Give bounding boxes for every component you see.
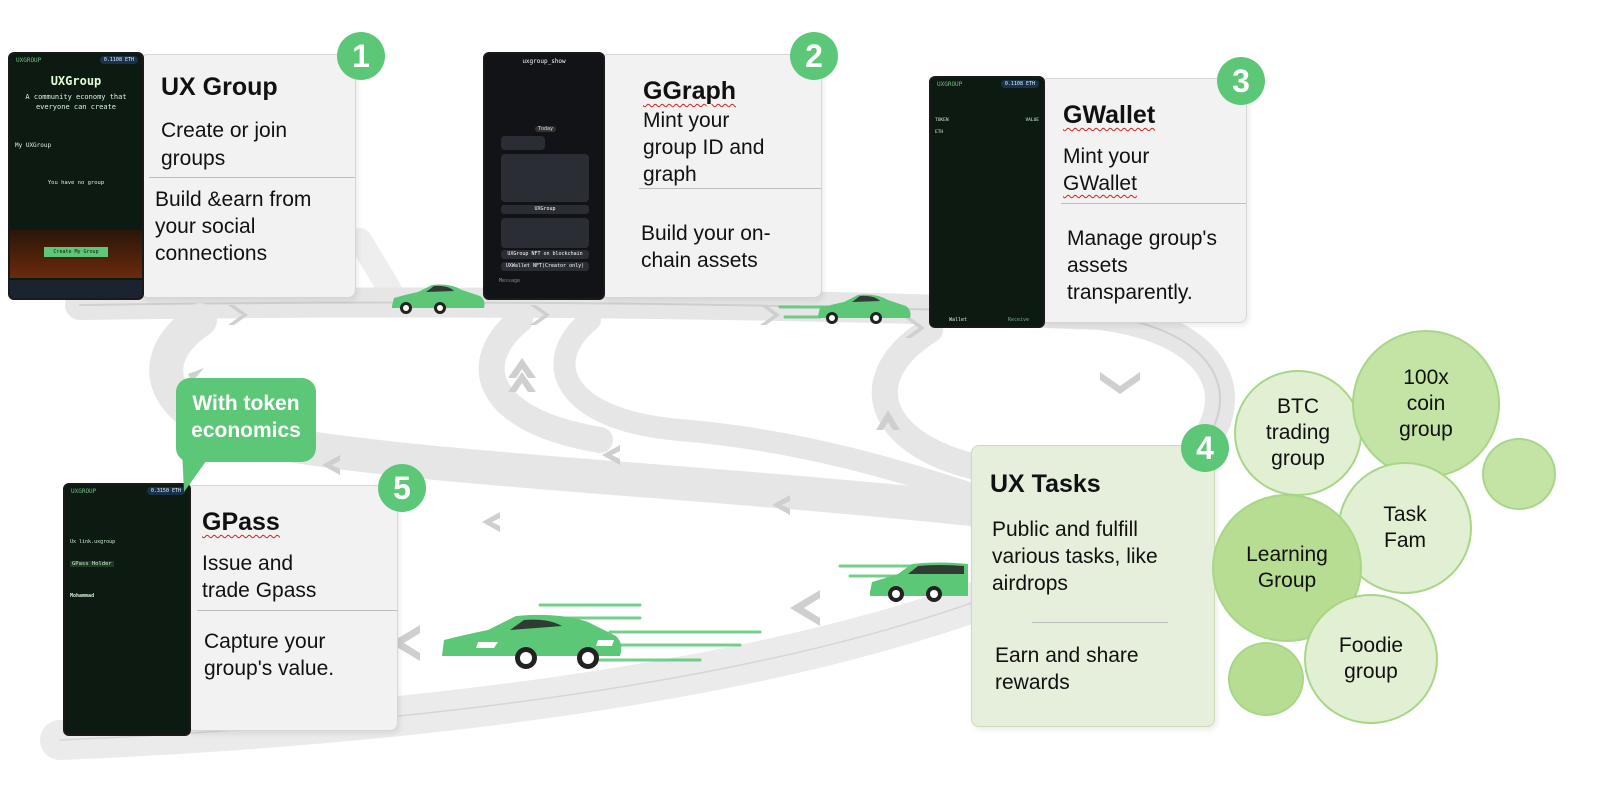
chat-button[interactable]: UXGroup NFT on blockchain <box>501 250 589 259</box>
app-name: UXGROUP <box>71 488 97 495</box>
group-bubble-100x-coin: 100x coin group <box>1352 330 1500 478</box>
step-line: Issue and <box>202 552 294 575</box>
step-number-badge: 4 <box>1181 424 1229 472</box>
chat-message <box>501 154 589 202</box>
phone-screenshot-uxgroup: UXGROUP 0.1108 ETH UXGroup A community ec… <box>8 52 144 300</box>
step-card-ux-tasks: UX Tasks Public and fulfill various task… <box>971 445 1215 727</box>
app-name: UXGROUP <box>16 57 42 64</box>
balance-chip: 0.1108 ETH <box>1000 80 1039 88</box>
step-desc: Build your on- <box>641 222 771 245</box>
step-line: graph <box>643 163 697 186</box>
step-number-badge: 2 <box>790 32 838 80</box>
chat-button[interactable]: UXGroup <box>501 205 589 214</box>
divider <box>1061 203 1246 204</box>
step-desc: transparently. <box>1067 281 1193 304</box>
step-desc: Earn and share <box>995 644 1139 667</box>
divider <box>149 177 355 178</box>
group-bubble-small <box>1482 438 1556 510</box>
step-desc: chain assets <box>641 249 758 272</box>
callout-line: economics <box>191 419 301 442</box>
phone-holder-name: Mohammad <box>70 593 95 599</box>
divider <box>639 188 821 189</box>
group-bubble-foodie: Foodie group <box>1304 594 1438 724</box>
car-icon <box>392 284 485 314</box>
chat-input[interactable]: Message <box>499 278 521 284</box>
step-line: Create or join <box>161 119 288 142</box>
group-bubble-small <box>1228 642 1304 716</box>
balance-chip: 0.3150 ETH <box>146 487 185 495</box>
chat-title: uxgroup_show <box>522 58 566 65</box>
create-group-button[interactable]: Create My Group <box>44 247 108 257</box>
step-desc: your social <box>155 215 256 238</box>
table-header: TOKEN <box>935 118 949 123</box>
step-line: GWallet <box>1063 172 1137 195</box>
phone-row: Ux link.uxgroup <box>70 539 116 545</box>
balance-chip: 0.1108 ETH <box>99 56 138 64</box>
phone-section: My UXGroup <box>15 142 52 149</box>
car-icon <box>442 614 622 669</box>
step-line: groups <box>161 147 226 170</box>
phone-screenshot-wallet: UXGROUP 0.1108 ETH TOKEN VALUE ETH Wallet… <box>929 76 1045 328</box>
step-card-ux-group: UX Group Create or join groups Build &ea… <box>140 54 356 298</box>
step-title: UX Tasks <box>990 470 1101 498</box>
callout-line: With token <box>192 392 300 415</box>
divider <box>197 610 397 611</box>
phone-screenshot-gpass: UXGROUP 0.3150 ETH Ux link.uxgroup GPass … <box>63 483 191 736</box>
divider <box>1032 622 1168 623</box>
browser-toolbar <box>10 280 142 298</box>
chat-button[interactable]: UXWallet NFT(Creator only) <box>501 262 589 271</box>
step-line: airdrops <box>992 572 1068 595</box>
step-line: Public and fulfill <box>992 518 1138 541</box>
step-desc: Build &earn from <box>155 188 312 211</box>
car-icon <box>818 294 911 324</box>
step-card-gwallet: GWallet Mint your GWallet Manage group's… <box>1040 78 1247 323</box>
step-title: GWallet <box>1063 101 1156 129</box>
step-number-badge: 1 <box>337 32 385 80</box>
step-line: trade Gpass <box>202 579 317 602</box>
tab-wallet[interactable]: Wallet <box>949 317 968 323</box>
road-loop-right <box>872 317 1003 483</box>
step-desc: group's value. <box>204 657 335 680</box>
step-desc: rewards <box>995 671 1070 694</box>
step-desc: assets <box>1067 254 1128 277</box>
token-economics-callout: With token economics <box>176 378 316 462</box>
step-line: various tasks, like <box>992 545 1158 568</box>
phone-screenshot-chat: uxgroup_show Today UXGroup UXGroup NFT o… <box>483 52 605 300</box>
step-line: Mint your <box>1063 145 1150 168</box>
step-title: UX Group <box>161 73 278 101</box>
step-desc: connections <box>155 242 268 265</box>
road-loop-left <box>149 303 997 527</box>
car-icon <box>870 562 968 602</box>
tab-receive[interactable]: Receive <box>1007 317 1029 323</box>
step-title: GPass <box>202 508 280 536</box>
step-line: group ID and <box>643 136 765 159</box>
chat-message <box>501 218 589 248</box>
step-line: Mint your <box>643 109 730 132</box>
app-name: UXGROUP <box>937 81 963 88</box>
step-desc: Manage group's <box>1067 227 1217 250</box>
step-desc: Capture your <box>204 630 326 653</box>
phone-tagline: A community economy that everyone can cr… <box>25 93 127 111</box>
step-number-badge: 3 <box>1217 57 1265 105</box>
phone-empty-text: You have no group <box>47 180 105 186</box>
step-number-badge: 5 <box>378 464 426 512</box>
table-header: VALUE <box>1025 118 1039 123</box>
chat-message <box>501 136 545 150</box>
step-card-ggraph: GGraph Mint your group ID and graph Buil… <box>600 54 822 298</box>
step-title: GGraph <box>643 77 737 105</box>
chat-day: Today <box>535 126 557 132</box>
phone-heading: UXGroup <box>50 74 102 88</box>
step-card-gpass: GPass Issue and trade Gpass Capture your… <box>186 485 398 731</box>
group-bubble-btc-trading: BTC trading group <box>1234 370 1362 496</box>
table-cell: ETH <box>935 130 944 135</box>
phone-label: GPass Holder <box>70 561 114 567</box>
